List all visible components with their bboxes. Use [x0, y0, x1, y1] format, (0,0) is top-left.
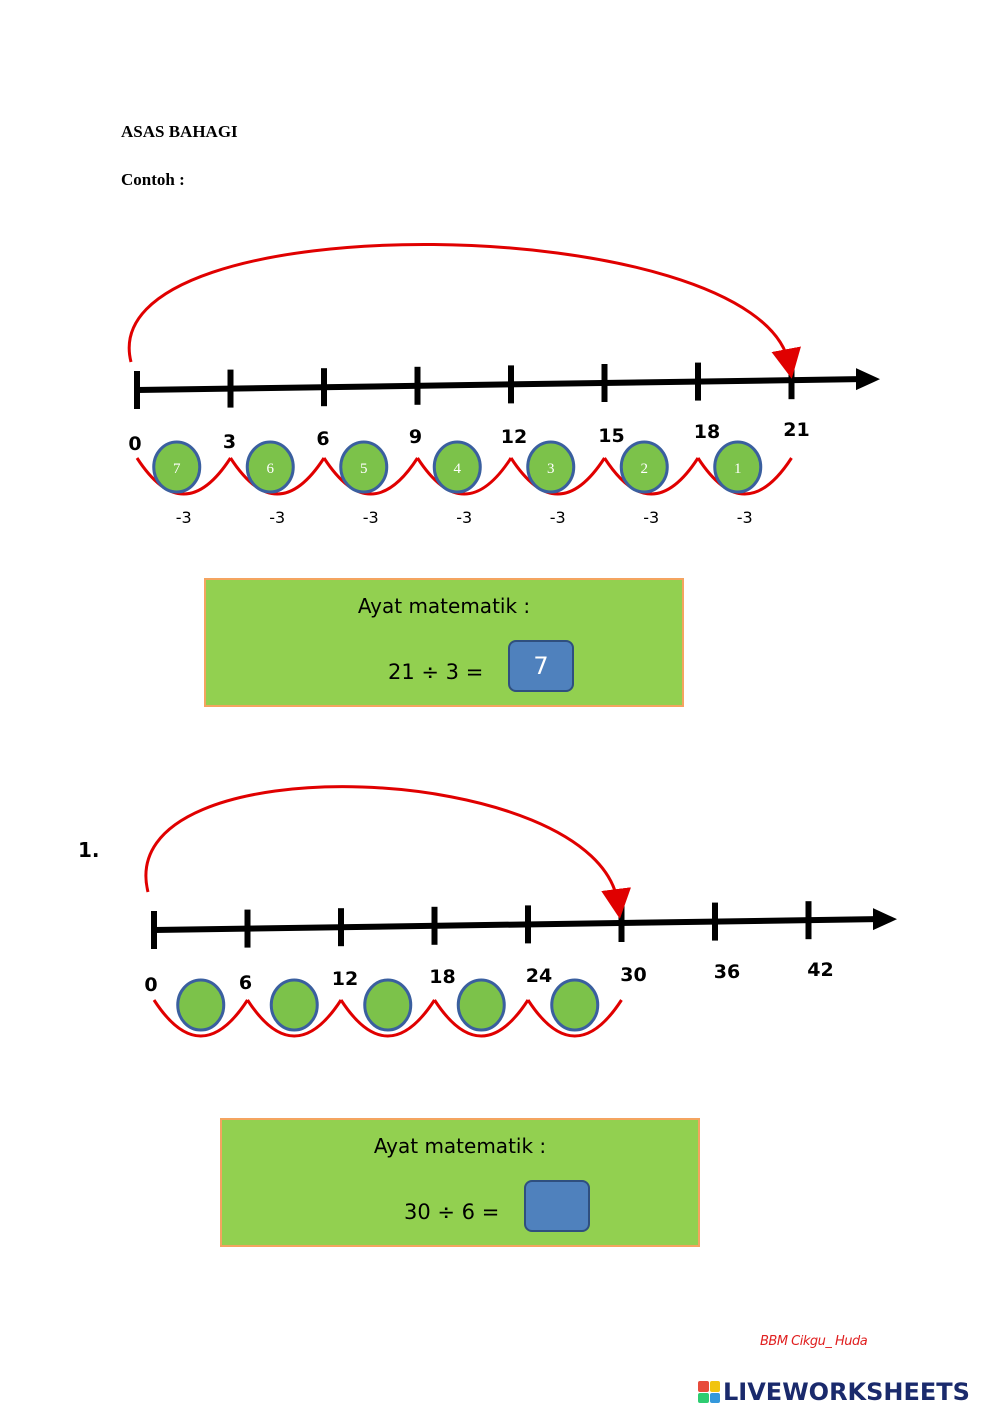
tick-label: 42 [807, 959, 833, 981]
jump-label: -3 [737, 508, 753, 527]
jump-bubble [526, 440, 576, 494]
bubble-number: 7 [173, 461, 181, 477]
question-number: 1. [78, 838, 100, 862]
jump-label: -3 [550, 508, 566, 527]
jump-arc [229, 457, 326, 496]
tick-label: 12 [332, 968, 358, 990]
brand-text: LIVEWORKSHEETS [723, 1378, 970, 1406]
axis-line [136, 376, 859, 393]
question-equation: 30 ÷ 6 = [404, 1200, 500, 1224]
example-label: Contoh : [121, 170, 185, 189]
jump-label: -3 [363, 508, 379, 527]
jump-arc [509, 457, 606, 496]
bubble-number: 3 [547, 461, 555, 477]
tick-label: 9 [409, 426, 422, 448]
liveworksheets-brand: LIVEWORKSHEETS [698, 1378, 970, 1406]
jump-bubble [245, 440, 295, 494]
jump-bubble [269, 978, 319, 1032]
jump-arc [152, 999, 249, 1038]
jump-label: -3 [176, 508, 192, 527]
example-math-sentence-box: Ayat matematik : 21 ÷ 3 = 7 [204, 578, 684, 707]
jump-bubble [339, 440, 389, 494]
worksheet-title: ASAS BAHAGI [121, 122, 238, 141]
tick-label: 0 [128, 433, 141, 455]
example-number-line: 0 3 6 9 12 15 18 21 7 -3 6 -3 5 -3 4 -3 3 -3 2 -3 1 -3 [127, 243, 880, 527]
question-math-sentence-box: Ayat matematik : 30 ÷ 6 = [220, 1118, 700, 1247]
tick-label: 0 [144, 974, 157, 996]
question-box-title: Ayat matematik : [373, 1134, 547, 1158]
tick-label: 30 [620, 964, 646, 986]
jump-arc [526, 999, 623, 1038]
jump-arc [135, 457, 232, 496]
tick-label: 6 [316, 428, 329, 450]
jump-arc [339, 999, 436, 1038]
tick-label: 6 [239, 972, 252, 994]
example-box-title: Ayat matematik : [357, 594, 531, 618]
jump-label: -3 [269, 508, 285, 527]
bubble-number: 6 [267, 461, 275, 477]
axis-line [153, 916, 876, 933]
tick-label: 36 [714, 961, 740, 983]
jump-arc [603, 457, 700, 496]
jump-bubble [432, 440, 482, 494]
total-jump-arc [127, 243, 801, 379]
axis-arrow-icon [873, 908, 897, 931]
jump-label: -3 [456, 508, 472, 527]
jump-bubble [619, 440, 669, 494]
bubble-number: 5 [360, 461, 368, 477]
question-number-line: 0 6 12 18 24 30 36 42 [144, 785, 897, 1038]
jump-label: -3 [643, 508, 659, 527]
total-jump-arc [144, 785, 631, 919]
bubble-number: 2 [641, 461, 649, 477]
jump-bubble [550, 978, 600, 1032]
jump-bubble [152, 440, 202, 494]
tick-label: 21 [783, 419, 809, 441]
tick-label: 24 [526, 965, 552, 987]
example-equation: 21 ÷ 3 = [388, 660, 484, 684]
jump-bubble [713, 440, 763, 494]
jump-bubble [363, 978, 413, 1032]
jump-arc [322, 457, 419, 496]
jump-arc [416, 457, 513, 496]
example-answer-box: 7 [508, 640, 574, 692]
jump-arc [433, 999, 530, 1038]
bubble-number: 1 [734, 461, 742, 477]
jump-bubble [456, 978, 506, 1032]
tick-label: 18 [429, 966, 455, 988]
jump-arc [246, 999, 343, 1038]
question-answer-input[interactable] [524, 1180, 590, 1232]
liveworksheets-logo-icon [698, 1381, 720, 1403]
tick-label: 15 [598, 425, 624, 447]
jump-bubble [176, 978, 226, 1032]
bubble-number: 4 [454, 461, 462, 477]
jump-arc [696, 457, 793, 496]
tick-label: 18 [694, 421, 720, 443]
credit-text: BBM Cikgu_ Huda [760, 1334, 868, 1349]
tick-label: 12 [501, 426, 527, 448]
tick-label: 3 [223, 431, 236, 453]
axis-arrow-icon [856, 368, 880, 391]
